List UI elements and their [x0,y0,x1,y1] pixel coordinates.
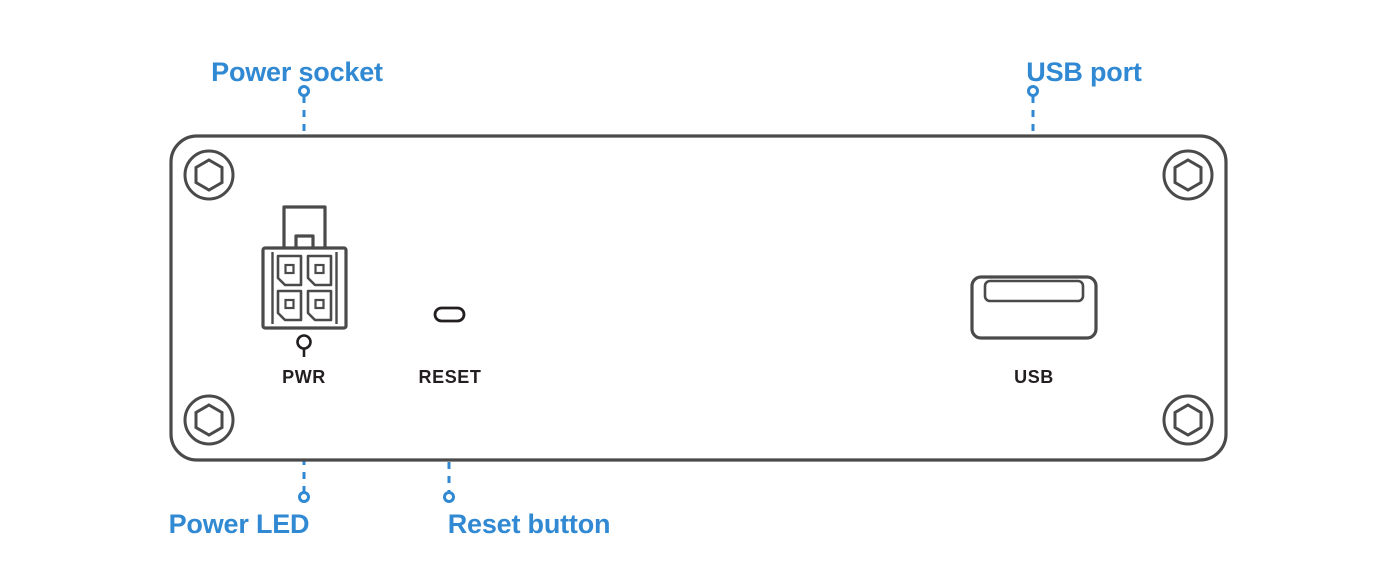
screw-ring-icon [183,149,235,201]
silkscreen-labels: PWR RESET USB [282,367,1054,387]
callout-label-power-socket: Power socket [211,57,383,87]
marker-dot-power-led [298,491,310,503]
hex-socket-icon [194,403,224,437]
reset-button-icon [433,306,466,323]
silkscreen-label-usb: USB [1014,367,1054,387]
callout-label-usb-port: USB port [1026,57,1142,87]
power-connector[interactable] [261,205,348,330]
silkscreen-label-pwr: PWR [282,367,326,387]
usb-port-tongue [983,279,1085,303]
panel-screws [183,149,1214,446]
hex-socket-icon [1173,158,1203,192]
screw-ring-icon [1162,394,1214,446]
marker-dot-reset-button [443,491,455,503]
callout-markers [298,85,1039,503]
screw-ring-icon [183,394,235,446]
power-pin-contact-2 [314,263,325,275]
device-body-outline [169,134,1228,462]
hex-socket-icon [1173,403,1203,437]
silkscreen-label-reset: RESET [418,367,481,387]
hex-socket-icon [194,158,224,192]
power-connector-shell [261,246,348,330]
callout-labels: Power socket USB port Power LED Reset bu… [169,57,1142,539]
marker-dot-power-socket [298,85,310,97]
screw-bottom-left [183,394,235,446]
screw-ring-icon [1162,149,1214,201]
reset-button[interactable] [433,306,466,323]
marker-dot-usb-port [1027,85,1039,97]
screw-bottom-right [1162,394,1214,446]
power-led-indicator [296,334,312,357]
callout-label-power-led: Power LED [169,509,310,539]
usb-connector[interactable] [970,275,1098,340]
power-pin-contact-3 [284,298,295,310]
power-led-icon [296,334,312,350]
callout-label-reset-button: Reset button [448,509,611,539]
screw-top-left [183,149,235,201]
power-pin-contact-1 [284,263,295,275]
power-pin-contact-4 [314,298,325,310]
screw-top-right [1162,149,1214,201]
